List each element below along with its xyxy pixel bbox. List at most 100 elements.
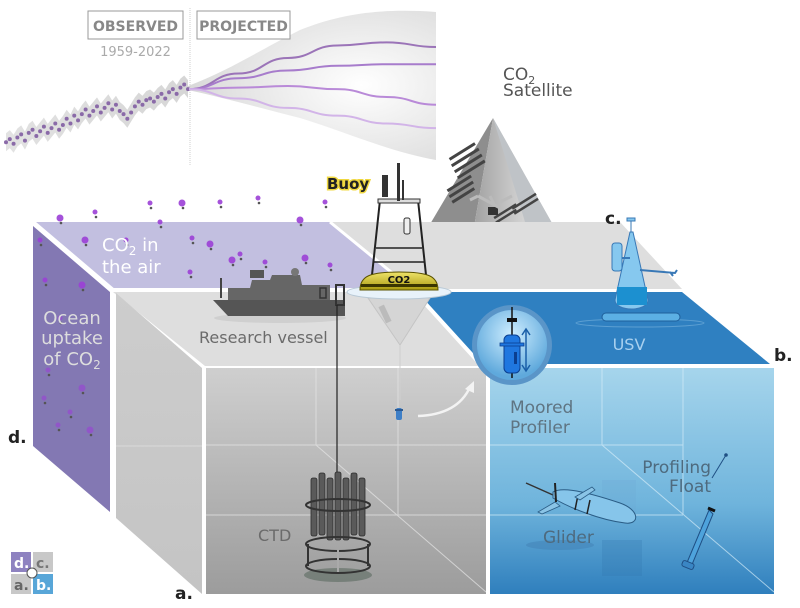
usv-icon: [575, 217, 705, 328]
co2-molecule-icon: [67, 409, 73, 419]
co2-molecule-icon: [327, 262, 333, 272]
research-vessel-label: Research vessel: [199, 328, 328, 347]
observed-point: [178, 85, 183, 90]
buoy-icon: [346, 163, 452, 400]
observed-point: [140, 102, 145, 107]
ctd-rosette-icon: [304, 471, 372, 582]
observed-point: [95, 104, 99, 109]
profiling-float-line2: Float: [669, 477, 711, 497]
observed-point: [91, 109, 96, 113]
observed-point: [144, 98, 149, 103]
observed-point: [57, 127, 62, 132]
observed-point: [15, 135, 20, 140]
observed-point: [38, 129, 43, 134]
co2-molecule-icon: [301, 254, 309, 265]
observed-point: [182, 82, 187, 87]
co2-molecule-icon: [255, 195, 261, 205]
observed-point: [26, 130, 31, 135]
co2-molecule-icon: [217, 199, 223, 209]
co2-molecule-icon: [78, 384, 86, 395]
co2-molecule-icon: [189, 235, 195, 245]
co2-trend-chart: OBSERVED 1959-2022 PROJECTED: [4, 8, 437, 165]
panel-d-ocean-uptake: [33, 226, 110, 512]
observed-point: [22, 138, 27, 143]
observed-point: [76, 118, 81, 123]
legend-key-d: d.: [14, 556, 29, 572]
observed-point: [151, 99, 156, 104]
observed-point: [148, 96, 153, 101]
observed-point: [4, 140, 8, 145]
panel-c-top: [330, 222, 682, 289]
co2-molecule-icon: [262, 259, 268, 269]
panel-label-b: b.: [774, 346, 793, 366]
co2-molecule-icon: [92, 209, 98, 219]
observed-point: [102, 105, 107, 110]
co2-molecules: [37, 195, 333, 437]
co2-molecule-icon: [37, 237, 43, 247]
co2-molecule-icon: [206, 240, 214, 251]
observed-point: [155, 94, 160, 99]
co2-molecule-icon: [157, 219, 163, 229]
observed-point: [163, 96, 168, 101]
observed-point: [174, 91, 179, 96]
co2-molecule-icon: [187, 269, 193, 279]
co2-molecule-icon: [41, 395, 47, 405]
projected-line-2: [188, 63, 436, 91]
observed-point: [106, 101, 111, 106]
usv-label: USV: [613, 335, 646, 354]
projected-line-3: [188, 85, 437, 106]
legend-key-center: [26, 567, 38, 579]
observed-uncertainty-band: [6, 75, 188, 153]
ctd-label: CTD: [258, 526, 291, 545]
observed-point: [136, 99, 141, 104]
observed-point: [19, 132, 24, 137]
moored-profiler-line1: Moored: [510, 398, 573, 418]
observed-point: [30, 127, 35, 132]
ocean-uptake-line3: of CO2: [43, 349, 100, 372]
projected-lines: [188, 41, 437, 130]
ocean-uptake-line1: Ocean: [43, 308, 101, 329]
buoy-label: Buoy: [327, 175, 369, 193]
observed-years: 1959-2022: [100, 45, 171, 60]
glider-label: Glider: [543, 528, 594, 548]
moored-profiler-small-icon: [395, 408, 403, 420]
projected-line-4: [188, 88, 437, 130]
co2-air-in: in: [136, 235, 158, 256]
observed-point: [11, 141, 16, 146]
observed-point: [125, 116, 130, 121]
profiling-float-icon: [681, 453, 728, 570]
co2-molecule-icon: [55, 422, 61, 432]
satellite-label-co: CO: [503, 65, 528, 85]
satellite-label-sub: 2: [528, 74, 535, 87]
research-vessel-icon: [213, 268, 346, 323]
ocean-uptake-of-co: of CO: [43, 349, 93, 370]
co2-molecule-icon: [81, 236, 89, 247]
observed-point: [117, 109, 122, 113]
observed-point: [167, 90, 172, 95]
observed-point: [72, 113, 77, 118]
observed-point: [68, 121, 73, 126]
co2-molecule-icon: [322, 199, 328, 209]
observed-point: [113, 102, 118, 107]
zoom-arrow-head: [465, 381, 474, 393]
observed-point: [34, 133, 39, 138]
satellite-label: CO2: [503, 65, 535, 87]
legend-key-a: a.: [14, 578, 29, 594]
observed-point: [110, 107, 115, 112]
observed-point: [87, 113, 92, 118]
co2-molecule-icon: [57, 315, 63, 325]
co2-molecule-icon: [42, 277, 48, 287]
co2-in-air-label: CO2 in: [102, 235, 159, 258]
observed-point: [159, 91, 164, 96]
observed-point: [45, 130, 50, 135]
observed-point: [132, 104, 137, 109]
observed-point: [83, 107, 88, 112]
observed-point: [60, 123, 65, 128]
co2-molecule-icon: [178, 199, 186, 210]
legend-key-c: c.: [36, 556, 50, 572]
ocean-uptake-line2: uptake: [41, 328, 103, 349]
panel-label-d: d.: [8, 428, 27, 448]
profiling-float-line1: Profiling: [642, 458, 711, 478]
observed-point: [64, 116, 69, 121]
